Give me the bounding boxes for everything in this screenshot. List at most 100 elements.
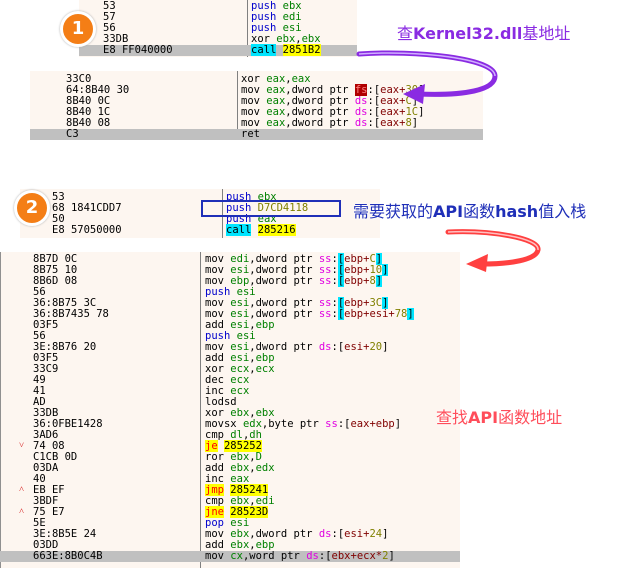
- asm-bracket: ]: [394, 418, 402, 430]
- asm-operator: +: [363, 253, 370, 265]
- instruction-bytes: 3AD6: [33, 429, 59, 441]
- note-find-api-address: 查找API函数地址: [436, 404, 562, 428]
- instruction-bytes: 3E:8B76 20: [33, 341, 97, 353]
- asm-keyword: ,: [242, 429, 250, 441]
- instruction-bytes: 03F5: [33, 352, 59, 364]
- instruction-text: push D7CD4118: [226, 203, 308, 214]
- asm-mnemonic: dec: [205, 374, 224, 386]
- asm-bracket: [: [337, 308, 345, 320]
- asm-keyword: ,: [249, 308, 256, 320]
- asm-mnemonic: xor: [241, 73, 260, 85]
- asm-register: esi: [230, 352, 250, 364]
- asm-register: eax: [380, 95, 400, 107]
- asm-keyword: ,: [285, 106, 292, 118]
- asm-offset: C: [369, 253, 376, 265]
- asm-offset: 78: [394, 308, 408, 320]
- asm-bracket: ]: [411, 117, 419, 129]
- instruction-text: je 285252: [205, 440, 262, 452]
- asm-keyword: dword: [255, 297, 288, 309]
- instruction-text: mov ebx,dword ptr ds:[esi+24]: [205, 529, 388, 540]
- asm-bracket: ]: [382, 528, 389, 540]
- asm-mnemonic: movsx: [205, 418, 237, 430]
- asm-register: ecx: [230, 363, 250, 375]
- asm-offset: 10: [369, 264, 383, 276]
- asm-operator: +: [363, 297, 370, 309]
- asm-bracket: [: [325, 550, 332, 562]
- instruction-bytes: E8 FF040000: [103, 44, 173, 56]
- instruction-bytes: 50: [52, 213, 65, 225]
- asm-register: eax: [266, 84, 286, 96]
- instruction-text: push esi: [251, 23, 302, 34]
- asm-register: esi: [230, 297, 250, 309]
- instruction-text: inc eax: [205, 474, 249, 485]
- asm-keyword: ,: [242, 550, 250, 562]
- asm-keyword: ,: [249, 528, 256, 540]
- instruction-text: add ebx,edx: [205, 463, 275, 474]
- asm-keyword: ptr: [293, 308, 313, 320]
- asm-bracket: [: [337, 341, 345, 353]
- asm-keyword: ptr: [329, 84, 349, 96]
- asm-offset: 8: [405, 117, 412, 129]
- asm-mnemonic: lodsd: [205, 396, 237, 408]
- asm-keyword: ,: [249, 341, 256, 353]
- asm-keyword: ,: [285, 95, 292, 107]
- asm-segment: ss: [325, 418, 338, 430]
- instruction-text: cmp ebx,edi: [205, 496, 275, 507]
- instruction-text: mov esi,dword ptr ss:[ebp+10]: [205, 264, 389, 276]
- asm-keyword: ,: [249, 539, 256, 551]
- asm-bracket: ]: [375, 275, 383, 287]
- asm-operator: +: [388, 308, 395, 320]
- asm-keyword: :: [331, 253, 338, 265]
- asm-segment: ss: [318, 297, 332, 309]
- asm-register: esi: [230, 319, 250, 331]
- asm-offset: 20: [369, 341, 383, 353]
- asm-keyword: ptr: [329, 95, 349, 107]
- asm-register: ebp: [375, 418, 395, 430]
